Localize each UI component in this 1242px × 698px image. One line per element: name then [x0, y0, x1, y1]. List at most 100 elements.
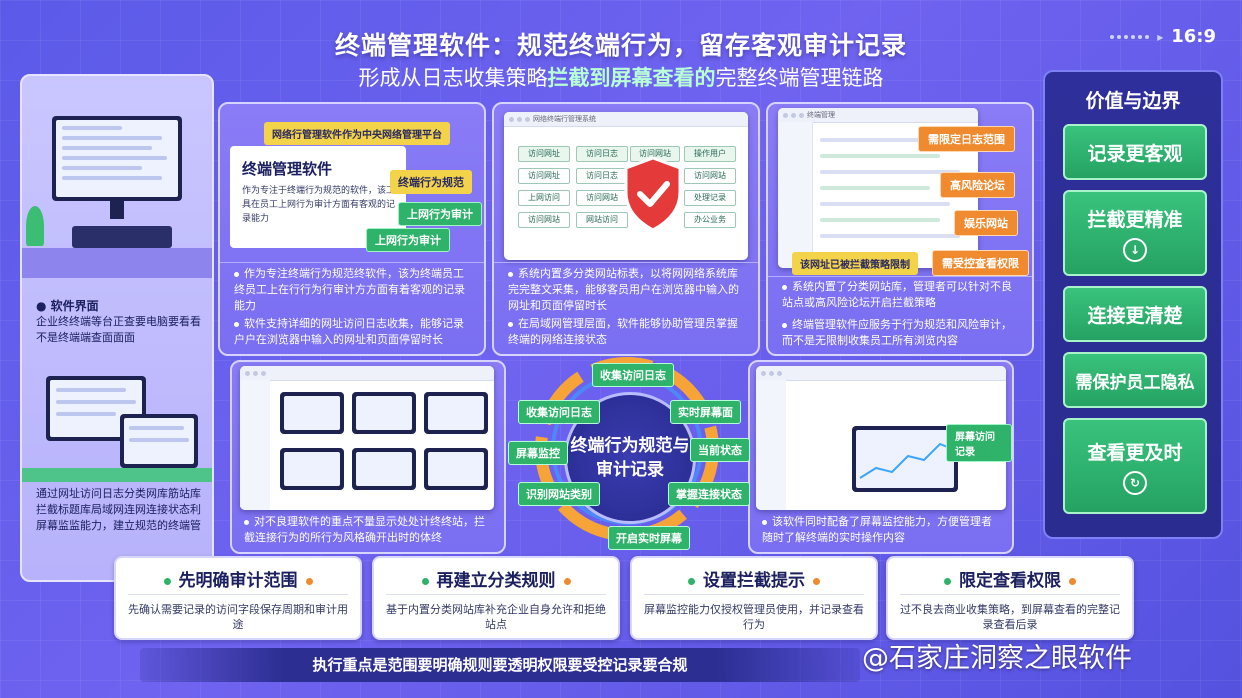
monitor-thumbnail	[352, 392, 416, 434]
table-cell: 网站访问	[576, 212, 628, 228]
step-title: 设置拦截提示	[703, 571, 805, 591]
panel3-note-2: 终端管理软件应服务于行为规范和风险审计，而不是无限制收集员工所有浏览内容	[782, 318, 1012, 347]
step-card-3: 设置拦截提示 屏幕监控能力仅授权管理员使用，并记录查看行为	[630, 556, 878, 640]
screen-record-tag: 屏幕访问记录	[946, 424, 1012, 462]
sidebar-item-precise: 拦截更精准↓	[1063, 190, 1207, 276]
high-risk-forum-tag: 高风险论坛	[940, 172, 1015, 198]
plant-icon	[26, 206, 44, 246]
step-card-2: 再建立分类规则 基于内置分类网站库补充企业自身允许和拒绝站点	[372, 556, 620, 640]
entertainment-site-tag: 娱乐网站	[954, 210, 1018, 236]
table-cell: 访问日志	[576, 168, 628, 184]
page-title: 终端管理软件：规范终端行为，留存客观审计记录	[334, 31, 907, 60]
panel4-note: 对不良理软件的重点不量显示处处计终终站，拦截连接行为的所行为风格确开出时的体终	[244, 515, 485, 544]
sidebar-item-privacy: 需保护员工隐私	[1063, 352, 1207, 408]
monitor-thumbnail	[280, 448, 344, 490]
cycle-item: 实时屏幕面	[670, 400, 741, 424]
sidebar-title: 价值与边界	[1085, 90, 1181, 112]
cycle-item: 识别网站类别	[518, 482, 600, 506]
second-monitor-icon	[120, 414, 198, 468]
window-sidebar	[756, 380, 786, 510]
dots-icon	[1110, 34, 1150, 39]
chart-thumbnail-icon	[859, 442, 951, 479]
sidebar-item-clear: 连接更清楚	[1063, 286, 1207, 342]
software-card-title: 终端管理软件	[242, 160, 333, 178]
table-cell: 访问网站	[518, 212, 570, 228]
window-sidebar	[240, 380, 270, 510]
software-card-text: 作为专注于终端行为规范的软件，该工具在员工上网行为审计方面有客观的记录能力	[242, 186, 396, 224]
central-platform-tag: 网络行管理软件作为中央网络管理平台	[264, 122, 450, 145]
step-title: 先明确审计范围	[178, 571, 298, 591]
window-title: 终端管理	[807, 111, 835, 119]
table-cell: 访问网站	[576, 190, 628, 206]
limit-log-scope-tag: 需限定日志范围	[918, 126, 1015, 152]
panel2-divider	[494, 262, 758, 263]
panel5-note: 该软件同时配备了屏幕监控能力，方便管理者随时了解终端的实时操作内容	[762, 515, 992, 544]
chevron-right-icon: ▸	[1157, 29, 1164, 44]
step-text: 屏幕监控能力仅授权管理员使用，并记录查看行为	[644, 603, 864, 631]
table-cell: 办公业务	[684, 212, 736, 228]
table-header-cell: 访问网址	[518, 146, 570, 162]
step-text: 过不良去商业收集策略，到屏幕查看的完整记录查看后录	[900, 603, 1120, 631]
classification-window: 网络终端行管理系统 访问网址 访问日志 访问网站 操作用户 访问网址 访问日志 …	[504, 112, 748, 260]
execution-focus-bar: 执行重点是范围要明确规则要透明权限要受控记录要合规	[140, 648, 860, 682]
table-header-cell: 访问日志	[576, 146, 628, 162]
monitor-thumbnail	[424, 392, 488, 434]
value-boundary-sidebar: 价值与边界 记录更客观 拦截更精准↓ 连接更清楚 需保护员工隐私 查看更及时↻	[1043, 70, 1223, 539]
sidebar-item-objective: 记录更客观	[1063, 124, 1207, 180]
window-title: 网络终端行管理系统	[533, 115, 596, 123]
monitor-stand	[110, 201, 124, 219]
ratio-label: 16:9	[1171, 26, 1216, 47]
window-sidebar	[778, 122, 813, 268]
panel3-divider	[768, 276, 1032, 277]
multi-screen-window	[240, 366, 494, 510]
cycle-item: 收集访问日志	[592, 363, 674, 387]
sidebar-item-timely: 查看更及时↻	[1063, 418, 1207, 514]
left-bottom-note: 通过网址访问日志分类网库筋站库拦截标题库局域网连网连接状态利屏幕监监能力，建立规…	[36, 487, 201, 532]
panel1-note-2: 软件支持详细的网址访问日志收集，能够记录户户在浏览器中输入的网址和页面停留时长	[234, 317, 464, 346]
panel2-note-2: 在局域网管理层面，软件能够协助管理员掌握终端的网络连接状态	[508, 317, 738, 346]
panel3-note-1: 系统内置了分类网站库，管理者可以针对不良站点或高风险论坛开启拦截策略	[782, 280, 1012, 309]
live-screen-monitor	[852, 426, 958, 492]
step-text: 先确认需要记录的访问字段保存周期和审计用途	[128, 603, 348, 631]
cycle-item: 当前状态	[690, 438, 750, 462]
shield-check-icon	[624, 156, 682, 232]
table-header-cell: 操作用户	[684, 146, 736, 162]
desktop-monitor-icon	[52, 116, 182, 201]
internet-audit-tag-1: 上网行为审计	[398, 202, 482, 226]
watermark: @石家庄洞察之眼软件	[862, 643, 1132, 674]
panel2-note-1: 系统内置多分类网站标表，以将网网络系统库完完整文采集，能够客员用户在浏览器中输入…	[508, 267, 739, 312]
table-cell: 访问网址	[518, 168, 570, 184]
behavior-norm-tag: 终端行为规范	[390, 170, 472, 194]
table-cell: 上网访问	[518, 190, 570, 206]
left-label-text: 企业终终端等台正查要电脑要看看不是终端端查面面面	[36, 315, 201, 344]
download-icon: ↓	[1123, 237, 1147, 262]
step-card-1: 先明确审计范围 先确认需要记录的访问字段保存周期和审计用途	[114, 556, 362, 640]
refresh-icon: ↻	[1123, 470, 1147, 495]
monitor-thumbnail	[280, 392, 344, 434]
step-text: 基于内置分类网站库补充企业自身允许和拒绝站点	[386, 603, 606, 631]
aspect-ratio-indicator: ▸ 16:9	[1110, 26, 1216, 47]
blocked-url-tag: 该网址已被拦截策略限制	[792, 252, 918, 275]
step-card-4: 限定查看权限 过不良去商业收集策略，到屏幕查看的完整记录查看后录	[886, 556, 1134, 640]
panel1-divider	[220, 262, 484, 263]
panel1-note-1: 作为专注终端行为规范终软件，该为终端员工终员工上在行行为行审计方方面有着客观的记…	[234, 267, 465, 312]
controlled-view-tag: 需受控查看权限	[932, 250, 1029, 276]
desk	[22, 248, 212, 278]
keyboard-icon	[72, 226, 172, 248]
page-subtitle: 形成从日志收集策略拦截到屏幕查看的完整终端管理链路	[358, 66, 884, 90]
cycle-item: 屏幕监控	[508, 441, 568, 465]
cycle-item: 掌握连接状态	[668, 482, 750, 506]
panel-block-policy: 终端管理 需限定日志范围 高风险论坛 娱乐网站 该网址已被拦截策略限制 需受控查…	[766, 102, 1034, 356]
panel-screen-monitor: 屏幕访问记录 该软件同时配备了屏幕监控能力，方便管理者随时了解终端的实时操作内容	[748, 360, 1014, 554]
left-label-heading: ● 软件界面	[36, 299, 99, 313]
monitor-thumbnail	[424, 448, 488, 490]
table-cell: 访问网站	[684, 168, 736, 184]
screen-monitor-window	[756, 366, 1006, 510]
cycle-item: 开启实时屏幕	[608, 526, 690, 550]
panel-multi-screen: 对不良理软件的重点不量显示处处计终终站，拦截连接行为的所行为风格确开出时的体终	[230, 360, 506, 554]
panel-software-overview: 网络行管理软件作为中央网络管理平台 终端管理软件 作为专注于终端行为规范的软件，…	[218, 102, 486, 356]
step-title: 限定查看权限	[959, 571, 1061, 591]
monitor-thumbnail	[352, 448, 416, 490]
step-title: 再建立分类规则	[436, 571, 556, 591]
internet-audit-tag-2: 上网行为审计	[366, 228, 450, 252]
